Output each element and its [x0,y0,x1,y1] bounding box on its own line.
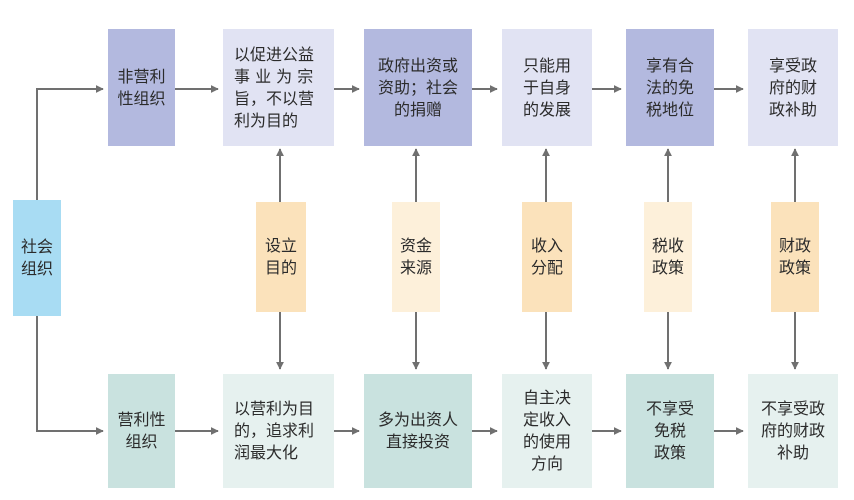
node-nonprofit-income-distribution: 只能用 于自身 的发展 [502,29,592,146]
node-nonprofit-funding: 政府出资或 资助；社会 的捐赠 [364,29,472,146]
node-nonprofit-tax-policy: 享有合 法的免 税地位 [626,29,714,146]
node-nonprofit-purpose: 以促进公益 事 业 为 宗 旨，不以营 利为目的 [223,29,334,146]
node-profit-fiscal-policy: 不享受政 府的财政 补助 [748,374,838,488]
node-profit-income-distribution: 自主决 定收入 的使用 方向 [502,374,592,488]
root-to-top-arrow [36,85,104,200]
node-fiscal-policy: 财政 政策 [771,202,819,312]
node-profit-funding: 多为出资人 直接投资 [364,374,472,488]
node-profit-tax-policy: 不享受 免税 政策 [626,374,714,488]
root-node-social-organization: 社会 组织 [13,200,61,316]
node-purpose-of-establishment: 设立 目的 [256,202,306,312]
node-profit-organization: 营利性 组织 [108,374,175,488]
node-nonprofit-fiscal-policy: 享受政 府的财 政补助 [748,29,838,146]
node-nonprofit-organization: 非营利 性组织 [108,29,175,146]
node-profit-purpose: 以营利为目 的，追求利 润最大化 [223,374,334,488]
node-source-of-funds: 资金 来源 [392,202,440,312]
root-to-bottom-arrow [36,316,104,435]
node-tax-policy: 税收 政策 [644,202,692,312]
node-income-distribution: 收入 分配 [522,202,572,312]
